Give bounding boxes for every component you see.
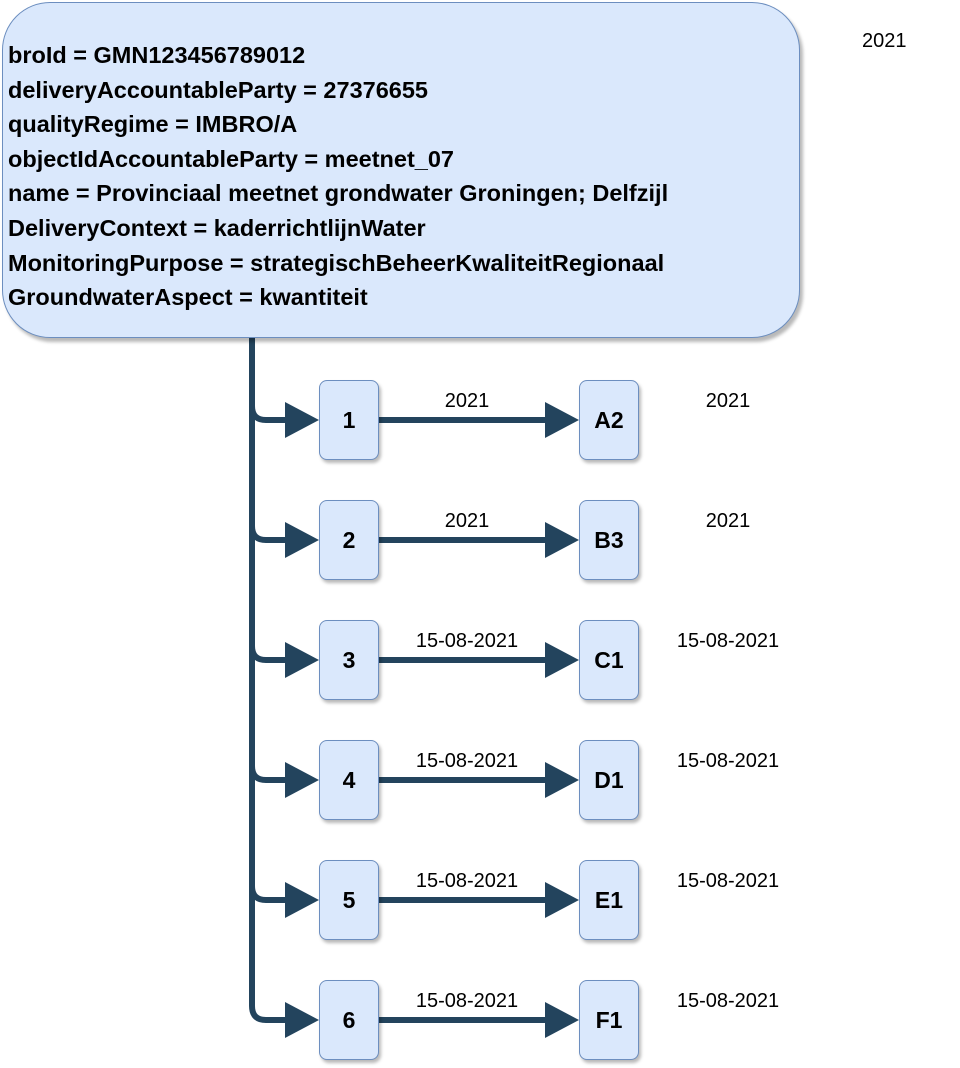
target-node-d1[interactable]: D1	[579, 740, 639, 820]
attr-monitoring-purpose: MonitoringPurpose = strategischBeheerKwa…	[8, 249, 665, 276]
target-date-label-3: 15-08-2021	[676, 630, 780, 652]
branch-arrowhead-5	[285, 882, 319, 918]
attr-name: name = Provinciaal meetnet grondwater Gr…	[8, 180, 669, 207]
network-attributes: broId = GMN123456789012 deliveryAccounta…	[8, 38, 668, 315]
branch-connector-3	[249, 645, 287, 663]
network-date-label: 2021	[862, 30, 907, 52]
target-node-e1[interactable]: E1	[579, 860, 639, 940]
branch-connector-4	[249, 765, 287, 783]
trunk-connector	[249, 338, 287, 1023]
branch-arrowhead-3	[285, 642, 319, 678]
target-date-label-2: 2021	[705, 510, 751, 532]
node-4[interactable]: 4	[319, 740, 379, 820]
branch-connector-5	[249, 885, 287, 903]
edge-date-label-1: 2021	[444, 390, 490, 412]
edge-date-label-5: 15-08-2021	[415, 870, 519, 892]
attr-delivery-accountable-party: deliveryAccountableParty = 27376655	[8, 76, 428, 103]
branch-arrowhead-4	[285, 762, 319, 798]
edge-arrowhead-2	[545, 522, 579, 558]
node-3[interactable]: 3	[319, 620, 379, 700]
target-date-label-1: 2021	[705, 390, 751, 412]
node-1[interactable]: 1	[319, 380, 379, 460]
target-date-label-5: 15-08-2021	[676, 870, 780, 892]
attr-quality-regime: qualityRegime = IMBRO/A	[8, 111, 298, 138]
edge-arrowhead-5	[545, 882, 579, 918]
node-5[interactable]: 5	[319, 860, 379, 940]
attr-groundwater-aspect: GroundwaterAspect = kwantiteit	[8, 284, 368, 311]
target-date-label-6: 15-08-2021	[676, 990, 780, 1012]
branch-connector-2	[249, 525, 287, 543]
target-date-label-4: 15-08-2021	[676, 750, 780, 772]
node-6[interactable]: 6	[319, 980, 379, 1060]
edge-date-label-3: 15-08-2021	[415, 630, 519, 652]
node-2[interactable]: 2	[319, 500, 379, 580]
target-node-b3[interactable]: B3	[579, 500, 639, 580]
monitoring-network-box[interactable]: broId = GMN123456789012 deliveryAccounta…	[2, 2, 800, 338]
edge-date-label-6: 15-08-2021	[415, 990, 519, 1012]
branch-arrowhead-1	[285, 402, 319, 438]
edge-arrowhead-3	[545, 642, 579, 678]
target-node-f1[interactable]: F1	[579, 980, 639, 1060]
edge-arrowhead-6	[545, 1002, 579, 1038]
attr-delivery-context: DeliveryContext = kaderrichtlijnWater	[8, 214, 426, 241]
target-node-a2[interactable]: A2	[579, 380, 639, 460]
attr-object-id-accountable-party: objectIdAccountableParty = meetnet_07	[8, 145, 454, 172]
edge-arrowhead-4	[545, 762, 579, 798]
target-node-c1[interactable]: C1	[579, 620, 639, 700]
branch-arrowhead-6	[285, 1002, 319, 1038]
branch-connector-1	[249, 405, 287, 423]
attr-bro-id: broId = GMN123456789012	[8, 42, 306, 68]
edge-date-label-2: 2021	[444, 510, 490, 532]
edge-arrowhead-1	[545, 402, 579, 438]
edge-date-label-4: 15-08-2021	[415, 750, 519, 772]
branch-arrowhead-2	[285, 522, 319, 558]
